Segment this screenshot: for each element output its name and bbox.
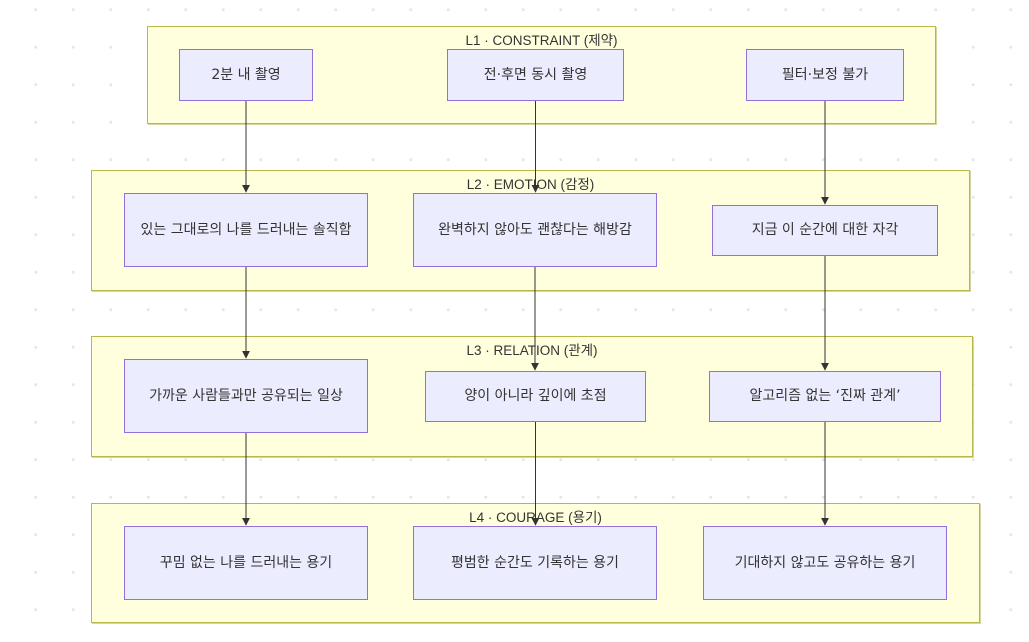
node-label: 지금 이 순간에 대한 자각	[751, 222, 899, 238]
node-label: 필터·보정 불가	[781, 66, 869, 83]
node-label: 기대하지 않고도 공유하는 용기	[734, 554, 916, 571]
layer-title: L2 · EMOTION (감정)	[466, 177, 595, 192]
node-real-relations[interactable]: 알고리즘 없는 ‘진짜 관계’	[709, 371, 941, 422]
node-close-sharing[interactable]: 가까운 사람들과만 공유되는 일상	[124, 359, 368, 433]
node-label: 완벽하지 않아도 괜찮다는 해방감	[438, 221, 632, 238]
node-2min-capture[interactable]: 2분 내 촬영	[179, 49, 313, 101]
layer-title: L3 · RELATION (관계)	[466, 343, 598, 358]
node-depth-focus[interactable]: 양이 아니라 깊이에 초점	[425, 371, 646, 422]
node-liberation[interactable]: 완벽하지 않아도 괜찮다는 해방감	[413, 193, 657, 267]
node-label: 양이 아니라 깊이에 초점	[464, 388, 607, 404]
node-courage-ordinary[interactable]: 평범한 순간도 기록하는 용기	[413, 526, 657, 600]
node-label: 가까운 사람들과만 공유되는 일상	[149, 387, 343, 404]
node-present-awareness[interactable]: 지금 이 순간에 대한 자각	[712, 205, 938, 256]
layer-title: L4 · COURAGE (용기)	[469, 510, 602, 525]
node-no-filter[interactable]: 필터·보정 불가	[746, 49, 904, 101]
node-label: 전·후면 동시 촬영	[483, 66, 588, 83]
node-label: 있는 그대로의 나를 드러내는 솔직함	[140, 221, 352, 238]
node-label: 꾸밈 없는 나를 드러내는 용기	[159, 554, 333, 571]
layer-title: L1 · CONSTRAINT (제약)	[465, 33, 618, 48]
node-courage-sharing[interactable]: 기대하지 않고도 공유하는 용기	[703, 526, 947, 600]
node-courage-unadorned[interactable]: 꾸밈 없는 나를 드러내는 용기	[124, 526, 368, 600]
node-honesty[interactable]: 있는 그대로의 나를 드러내는 솔직함	[124, 193, 368, 267]
node-label: 평범한 순간도 기록하는 용기	[451, 554, 619, 571]
node-label: 2분 내 촬영	[211, 66, 281, 83]
node-dual-camera[interactable]: 전·후면 동시 촬영	[447, 49, 624, 101]
node-label: 알고리즘 없는 ‘진짜 관계’	[749, 388, 901, 404]
